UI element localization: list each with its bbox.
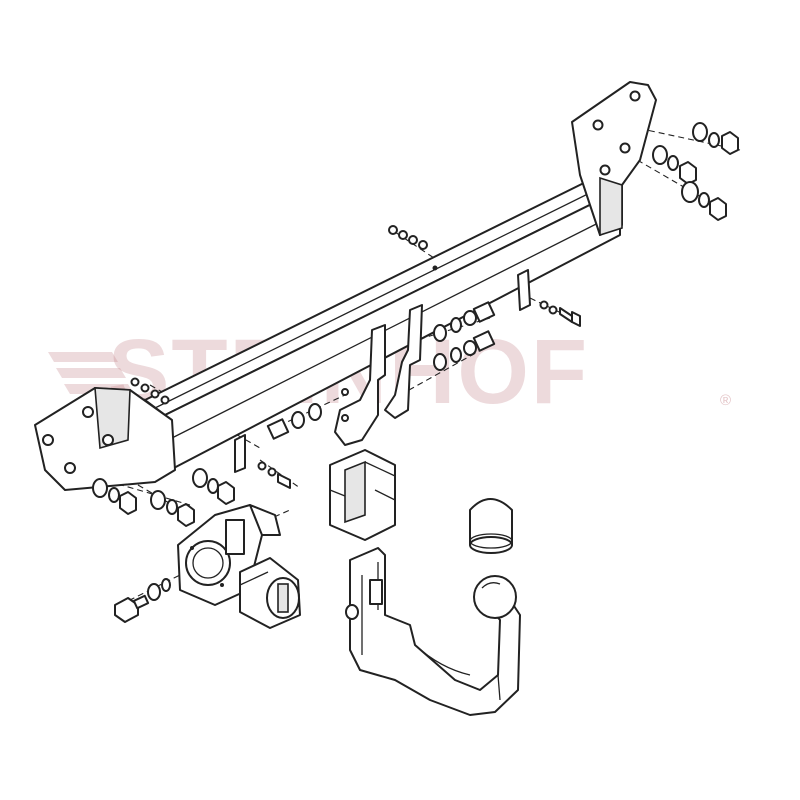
left-hardware-set: [92, 468, 235, 527]
tow-ball-receiver: [329, 449, 396, 541]
washer: [708, 132, 720, 148]
left-top-hardware: [130, 377, 170, 405]
center-bolt-set: [257, 403, 322, 489]
center-brackets: [234, 269, 531, 473]
washer: [667, 155, 679, 171]
nut: [721, 131, 739, 155]
right-mounting-bracket: [571, 81, 657, 237]
socket-bolt-set: [114, 578, 171, 623]
tow-ball-cap: [469, 498, 513, 554]
nut: [679, 161, 697, 185]
middle-bolt-set: [433, 301, 496, 371]
washer: [652, 145, 668, 165]
right-bolt-set: [539, 300, 581, 327]
washer: [698, 192, 710, 208]
nut: [709, 197, 727, 221]
top-center-hardware: [388, 225, 428, 250]
washer: [681, 181, 699, 203]
detachable-tow-ball-arm: [345, 547, 521, 716]
left-mounting-bracket: [34, 387, 176, 491]
electrical-socket: [239, 557, 301, 629]
right-hardware-set: [652, 122, 739, 221]
washer: [692, 122, 708, 142]
watermark-registered-mark: ®: [720, 392, 731, 409]
watermark-swoosh-logo: [48, 352, 134, 394]
